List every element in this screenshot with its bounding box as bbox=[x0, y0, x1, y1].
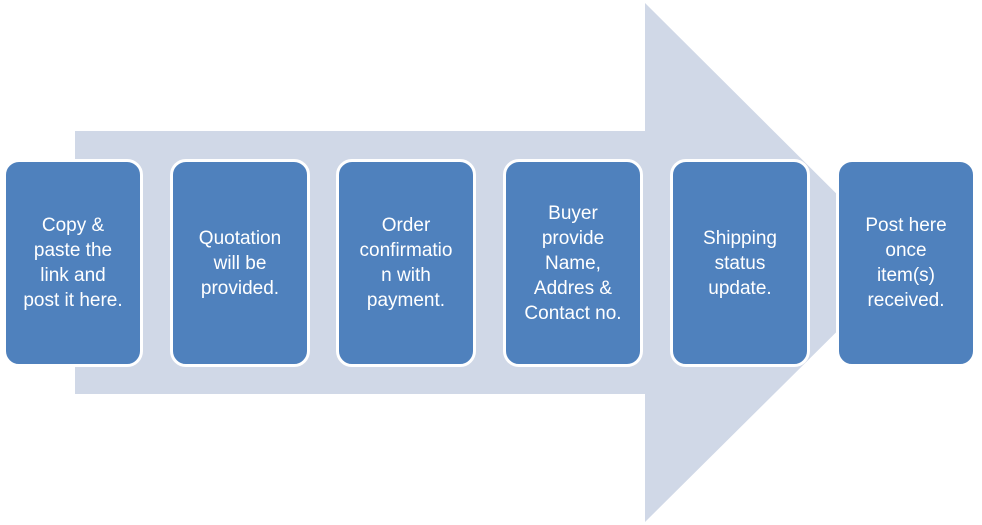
step-6-post-received: Post here once item(s) received. bbox=[836, 159, 976, 367]
step-1-copy-paste-link: Copy & paste the link and post it here. bbox=[3, 159, 143, 367]
step-3-label: Order confirmatio n with payment. bbox=[359, 215, 453, 311]
step-5-label: Shipping status update. bbox=[703, 227, 777, 299]
step-5-shipping-status: Shipping status update. bbox=[670, 159, 810, 367]
step-6-label: Post here once item(s) received. bbox=[865, 215, 947, 311]
step-3-order-confirmation: Order confirmatio n with payment. bbox=[336, 159, 476, 367]
arrow-shape bbox=[75, 3, 906, 522]
step-4-buyer-details: Buyer provide Name, Addres & Contact no. bbox=[503, 159, 643, 367]
step-2-label: Quotation will be provided. bbox=[198, 227, 282, 299]
step-4-label: Buyer provide Name, Addres & Contact no. bbox=[524, 202, 622, 324]
step-2-quotation: Quotation will be provided. bbox=[170, 159, 310, 367]
step-1-label: Copy & paste the link and post it here. bbox=[23, 215, 123, 311]
